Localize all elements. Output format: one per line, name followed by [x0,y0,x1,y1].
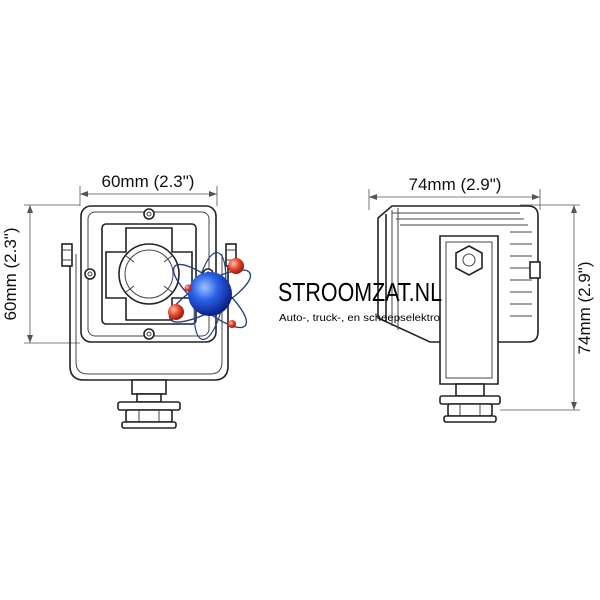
front-width-dimension: 60mm (2.3") [79,172,218,206]
front-height-dimension: 60mm (2.3") [1,204,80,344]
side-depth-dimension: 74mm (2.9") [368,175,541,210]
side-view: 74mm (2.9") 74mm (2.9") [368,175,594,423]
logo-atom-icon [228,320,236,328]
watermark-logo: STROOMZAT.NL Auto-, truck-, en scheepsel… [168,252,442,340]
logo-atom-icon [184,284,192,292]
front-width-label: 60mm (2.3") [102,172,195,191]
logo-atom-icon [168,304,184,320]
logo-atom-icon [228,258,244,274]
logo-brand-text: STROOMZAT.NL [278,277,442,307]
front-height-label: 60mm (2.3") [1,228,20,321]
side-height-dimension: 74mm (2.9") [500,204,594,411]
side-height-label: 74mm (2.9") [575,262,594,355]
side-depth-label: 74mm (2.9") [409,175,502,194]
logo-sphere-icon [188,272,232,316]
logo-tagline: Auto-, truck-, en scheepselektro [279,313,440,324]
